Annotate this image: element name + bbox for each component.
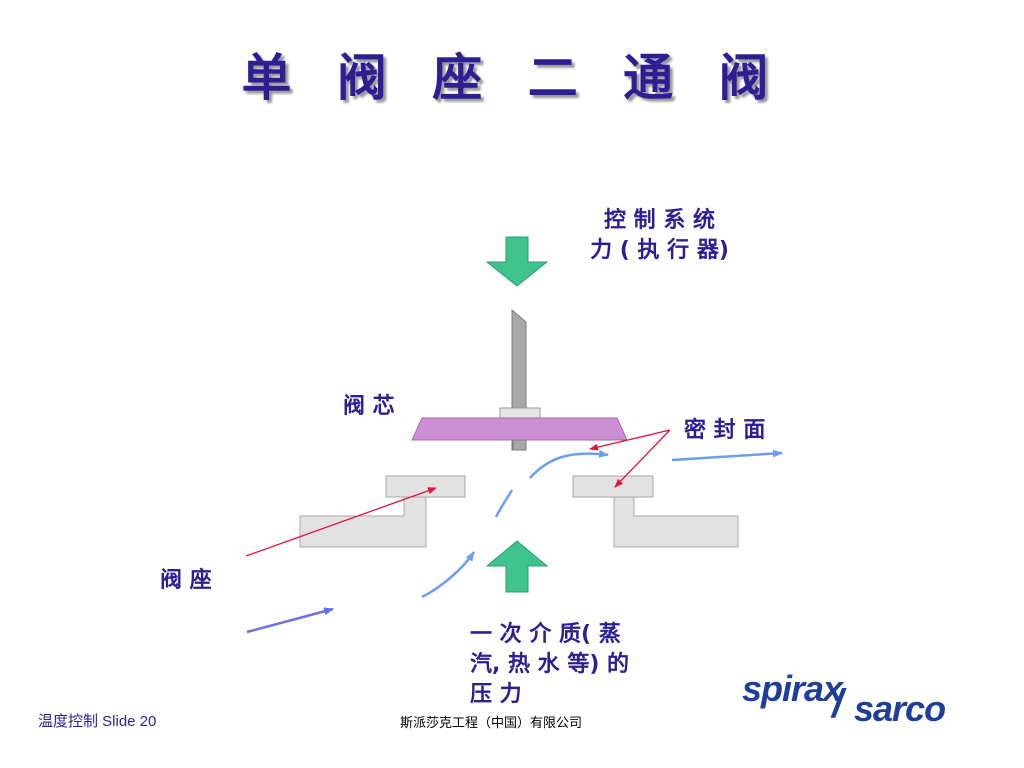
- stem-lower: [512, 439, 527, 451]
- flow-path-upper-curve: [529, 449, 609, 479]
- footer-slide-number: 温度控制 Slide 20: [38, 713, 157, 730]
- valve-seat-label: 阀 座: [160, 568, 212, 593]
- flow-inlet-arrow: [246, 607, 334, 634]
- valve-plug: [411, 417, 628, 441]
- flow-path-lower-curve: [421, 551, 476, 599]
- valve-body-right: [613, 496, 739, 548]
- logo-word-spirax: spirax: [742, 668, 843, 709]
- logo-slash: /: [832, 682, 844, 726]
- valve-body-left: [299, 496, 427, 548]
- seat-left-upper: [385, 475, 466, 498]
- actuator-force-arrow: [485, 236, 549, 287]
- flow-outlet-arrow: [671, 449, 783, 462]
- seat-pointer-line: [245, 487, 437, 557]
- slide-title: 单 阀 座 二 通 阀: [241, 49, 783, 107]
- spirax-sarco-logo: spirax / sarco: [738, 668, 978, 729]
- valve-plug-label: 阀 芯: [343, 394, 395, 419]
- footer-company: 斯派莎克工程（中国）有限公司: [400, 716, 583, 731]
- seal-pointer-lower: [614, 429, 671, 488]
- seat-right-upper: [572, 475, 654, 498]
- seal-pointer-upper: [589, 429, 671, 451]
- sealing-surface-label: 密 封 面: [684, 418, 766, 443]
- logo-word-sarco: sarco: [854, 688, 946, 729]
- stem-collar: [499, 407, 541, 419]
- flow-path-middle: [494, 489, 514, 518]
- actuator-force-label: 控 制 系 统 力 ( 执 行 器): [590, 208, 729, 263]
- medium-pressure-arrow: [485, 540, 549, 593]
- medium-pressure-label: 一 次 介 质( 蒸 汽, 热 水 等) 的 压 力: [470, 622, 630, 707]
